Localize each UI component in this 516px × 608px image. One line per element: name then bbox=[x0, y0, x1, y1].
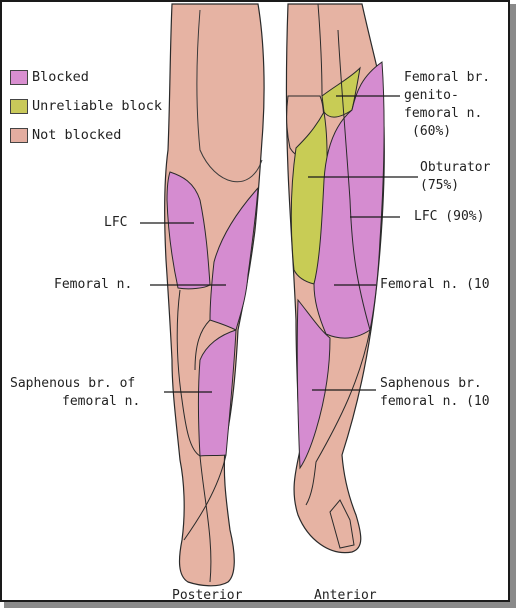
label-posterior-view: Posterior bbox=[172, 588, 242, 604]
legend-item-not-blocked: Not blocked bbox=[10, 126, 121, 144]
legend-item-blocked: Blocked bbox=[10, 68, 89, 86]
label-anterior-view: Anterior bbox=[314, 588, 377, 604]
label-posterior-saphenous-2: femoral n. bbox=[62, 394, 140, 410]
legend-swatch-not-blocked bbox=[10, 128, 28, 143]
label-posterior-femoral: Femoral n. bbox=[54, 277, 132, 293]
label-anterior-saphenous-1: Saphenous br. bbox=[380, 376, 482, 392]
anterior-leg bbox=[287, 4, 385, 553]
label-anterior-saphenous-2: femoral n. (10 bbox=[380, 394, 490, 410]
label-anterior-genito-2: genito- bbox=[404, 88, 459, 104]
label-anterior-lfc: LFC (90%) bbox=[414, 209, 484, 225]
posterior-leg bbox=[165, 4, 264, 586]
label-anterior-obturator-2: (75%) bbox=[420, 178, 459, 194]
legend-item-unreliable: Unreliable block bbox=[10, 97, 162, 115]
legend-label-not-blocked: Not blocked bbox=[32, 127, 121, 143]
legend-label-blocked: Blocked bbox=[32, 69, 89, 85]
label-anterior-genito-3: femoral n. bbox=[404, 106, 482, 122]
legend-label-unreliable: Unreliable block bbox=[32, 98, 162, 114]
legend-swatch-blocked bbox=[10, 70, 28, 85]
label-anterior-obturator-1: Obturator bbox=[420, 160, 490, 176]
label-anterior-genito-4: (60%) bbox=[412, 124, 451, 140]
legend-swatch-unreliable bbox=[10, 99, 28, 114]
label-anterior-femoral: Femoral n. (10 bbox=[380, 277, 490, 293]
label-posterior-lfc: LFC bbox=[104, 215, 127, 231]
label-posterior-saphenous-1: Saphenous br. of bbox=[10, 376, 135, 392]
label-anterior-genito-1: Femoral br. bbox=[404, 70, 490, 86]
